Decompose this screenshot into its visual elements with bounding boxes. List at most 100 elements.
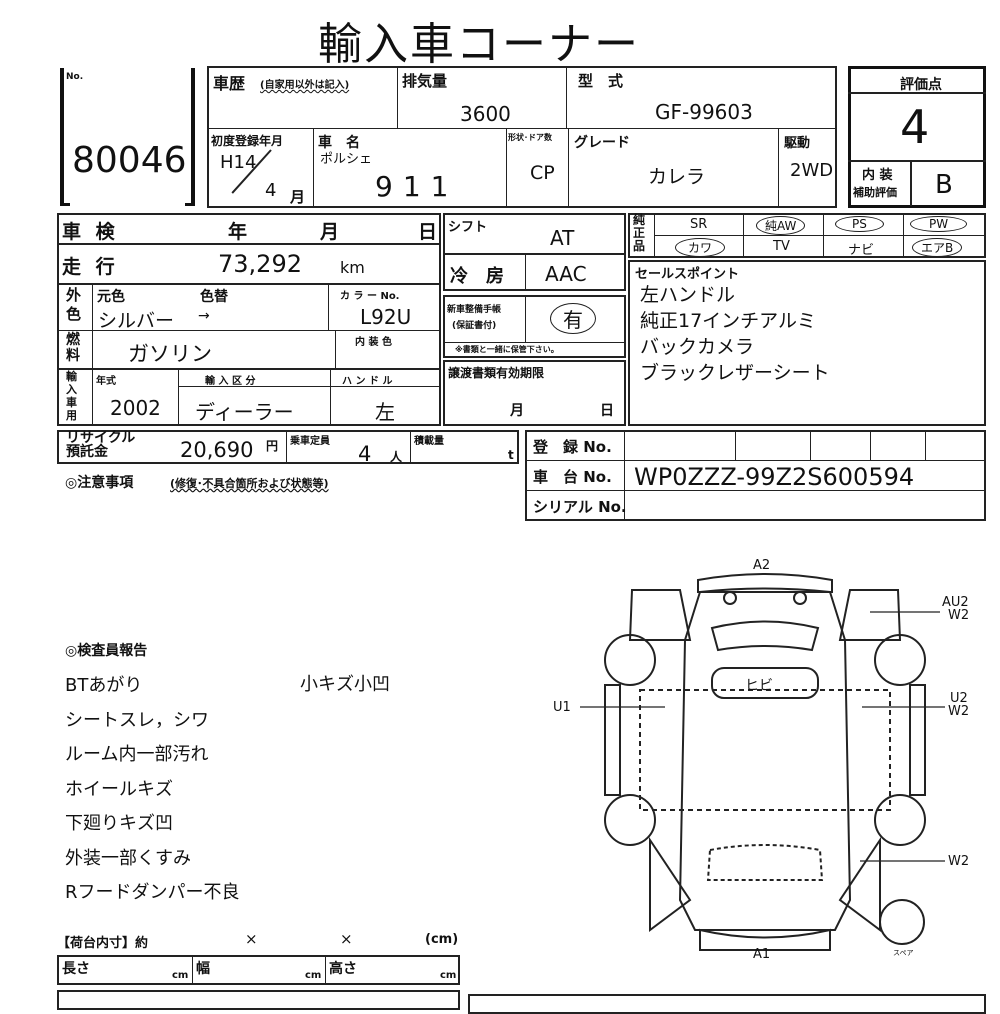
import-year: 2002 <box>110 396 161 420</box>
cargo-x1: × <box>245 930 258 948</box>
score-label: 評価点 <box>900 77 942 93</box>
service-book-label: 新車整備手帳 <box>447 305 502 315</box>
cargo-x2: × <box>340 930 353 948</box>
diagram-label-u2-w2: W2 <box>948 704 970 719</box>
cargo-width-unit: cm <box>305 970 322 981</box>
report-item: シートスレ，シワ <box>65 709 209 731</box>
car-damage-diagram <box>580 573 945 951</box>
report-item: Rフードダンパー不良 <box>65 882 240 903</box>
fuel-value: ガソリン <box>128 342 212 366</box>
model-value: GF-99603 <box>655 100 753 124</box>
color-change-label: 色替 <box>200 289 228 305</box>
inspection-month: 月 <box>320 221 340 243</box>
interior-label: 内 装 <box>862 168 893 183</box>
drive-value: 2WD <box>790 160 834 181</box>
grade-label: グレード <box>574 135 630 151</box>
lot-bracket <box>60 68 195 206</box>
import-type-label: 輸 入 区 分 <box>205 376 256 387</box>
first-reg-label: 初度登録年月 <box>211 134 284 148</box>
color-code-label: カ ラ ー No. <box>340 291 400 302</box>
inspection-year: 年 <box>228 221 248 243</box>
report-item: 外装一部くすみ <box>65 847 191 869</box>
shift-value: AT <box>550 226 575 250</box>
score-value: 4 <box>900 100 930 154</box>
service-book-note: ※書類と一緒に保管下さい。 <box>455 345 559 354</box>
import-label: 輸入車用 <box>66 370 77 422</box>
displacement-value: 3600 <box>460 102 511 126</box>
equip-tv: TV <box>773 239 790 254</box>
import-year-label: 年式 <box>96 376 116 387</box>
serial-label: シリアル No. <box>533 498 627 516</box>
inspection-day: 日 <box>418 221 438 243</box>
shape-label: 形状･ドア数 <box>508 133 552 142</box>
transfer-month: 月 <box>510 403 524 419</box>
equip-sr: SR <box>690 217 708 232</box>
sales-point: 純正17インチアルミ <box>640 310 816 332</box>
original-color-label: 元色 <box>97 289 125 305</box>
lot-label: No. <box>66 72 84 82</box>
load-unit: t <box>508 448 514 462</box>
interior-score: B <box>935 170 953 200</box>
sales-points-label: セールスポイント <box>635 267 740 282</box>
interior-sub-label: 補助評価 <box>853 186 897 199</box>
service-book-value: 有 <box>550 303 596 334</box>
lot-number: 80046 <box>72 140 187 181</box>
vehicle-info-table <box>207 66 837 208</box>
import-type: ディーラー <box>195 400 294 424</box>
month-unit: 月 <box>290 188 306 206</box>
mileage-value: 73,292 <box>218 250 302 278</box>
report-item: ルーム内一部汚れ <box>65 744 209 765</box>
equip-ps: PS <box>835 216 884 232</box>
equip-leather: カワ <box>675 238 726 257</box>
first-reg-year: H14 <box>220 152 257 173</box>
ac-value: AAC <box>545 262 587 286</box>
diagram-label-u2: U2 <box>950 691 968 706</box>
equip-genuine-aw: 純AW <box>756 216 806 235</box>
load-label: 積載量 <box>414 436 444 447</box>
fuel-label: 燃料 <box>66 332 80 364</box>
service-book-sub: (保証書付) <box>452 321 497 331</box>
report-list: BTあがり シートスレ，シワ ルーム内一部汚れ ホイールキズ 下廻りキズ凹 外装… <box>65 669 240 911</box>
mileage-label: 走 行 <box>62 256 119 278</box>
original-color: シルバー <box>98 310 175 332</box>
displacement-label: 排気量 <box>402 72 448 90</box>
car-name-label: 車 名 <box>318 135 360 151</box>
color-label: 外色 <box>66 286 82 323</box>
sales-point: 左ハンドル <box>640 284 736 306</box>
interior-color-label: 内 装 色 <box>355 337 392 348</box>
shape-value: CP <box>530 162 555 184</box>
color-code: L92U <box>360 305 412 329</box>
equip-pw: PW <box>910 216 968 232</box>
cargo-unit: (cm) <box>425 932 459 947</box>
first-reg-month: 4 <box>265 180 277 201</box>
diagram-label-u1: U1 <box>553 700 571 715</box>
diagram-label-crack: ヒビ <box>745 678 773 694</box>
cargo-length-unit: cm <box>172 970 189 981</box>
cargo-height-unit: cm <box>440 970 457 981</box>
sales-point: バックカメラ <box>640 336 755 358</box>
mileage-unit: km <box>340 258 365 277</box>
notes-label: ◎注意事項 <box>65 475 134 491</box>
sheet-title: 輸入車コーナー <box>318 19 640 70</box>
sales-point: ブラックレザーシート <box>640 362 830 384</box>
grade-value: カレラ <box>648 166 706 188</box>
sales-points-list: 左ハンドル 純正17インチアルミ バックカメラ ブラックレザーシート <box>640 282 830 386</box>
diagram-label-spare: スペア <box>893 949 914 957</box>
diagram-label-au2-w2: W2 <box>948 608 970 623</box>
chassis-number: WP0ZZZ-99Z2S600594 <box>634 463 915 491</box>
capacity-unit: 人 <box>390 450 403 464</box>
history-label: 車歴 <box>213 74 246 93</box>
transfer-label: 譲渡書類有効期限 <box>448 366 545 380</box>
cargo-height-label: 高さ <box>329 961 357 977</box>
diagram-label-a1: A1 <box>753 947 771 962</box>
car-name: 911 <box>375 170 459 203</box>
equip-navi: ナビ <box>848 243 875 258</box>
maker: ポルシェ <box>320 152 373 167</box>
equip-airbag: エアB <box>912 238 963 257</box>
history-note: (自家用以外は記入) <box>260 80 350 91</box>
recycle-fee: 20,690 <box>180 438 254 462</box>
recycle-unit: 円 <box>266 439 279 453</box>
recycle-label: リサイクル <box>66 430 136 446</box>
ac-label: 冷 房 <box>450 266 504 287</box>
color-arrow: → <box>198 308 210 324</box>
